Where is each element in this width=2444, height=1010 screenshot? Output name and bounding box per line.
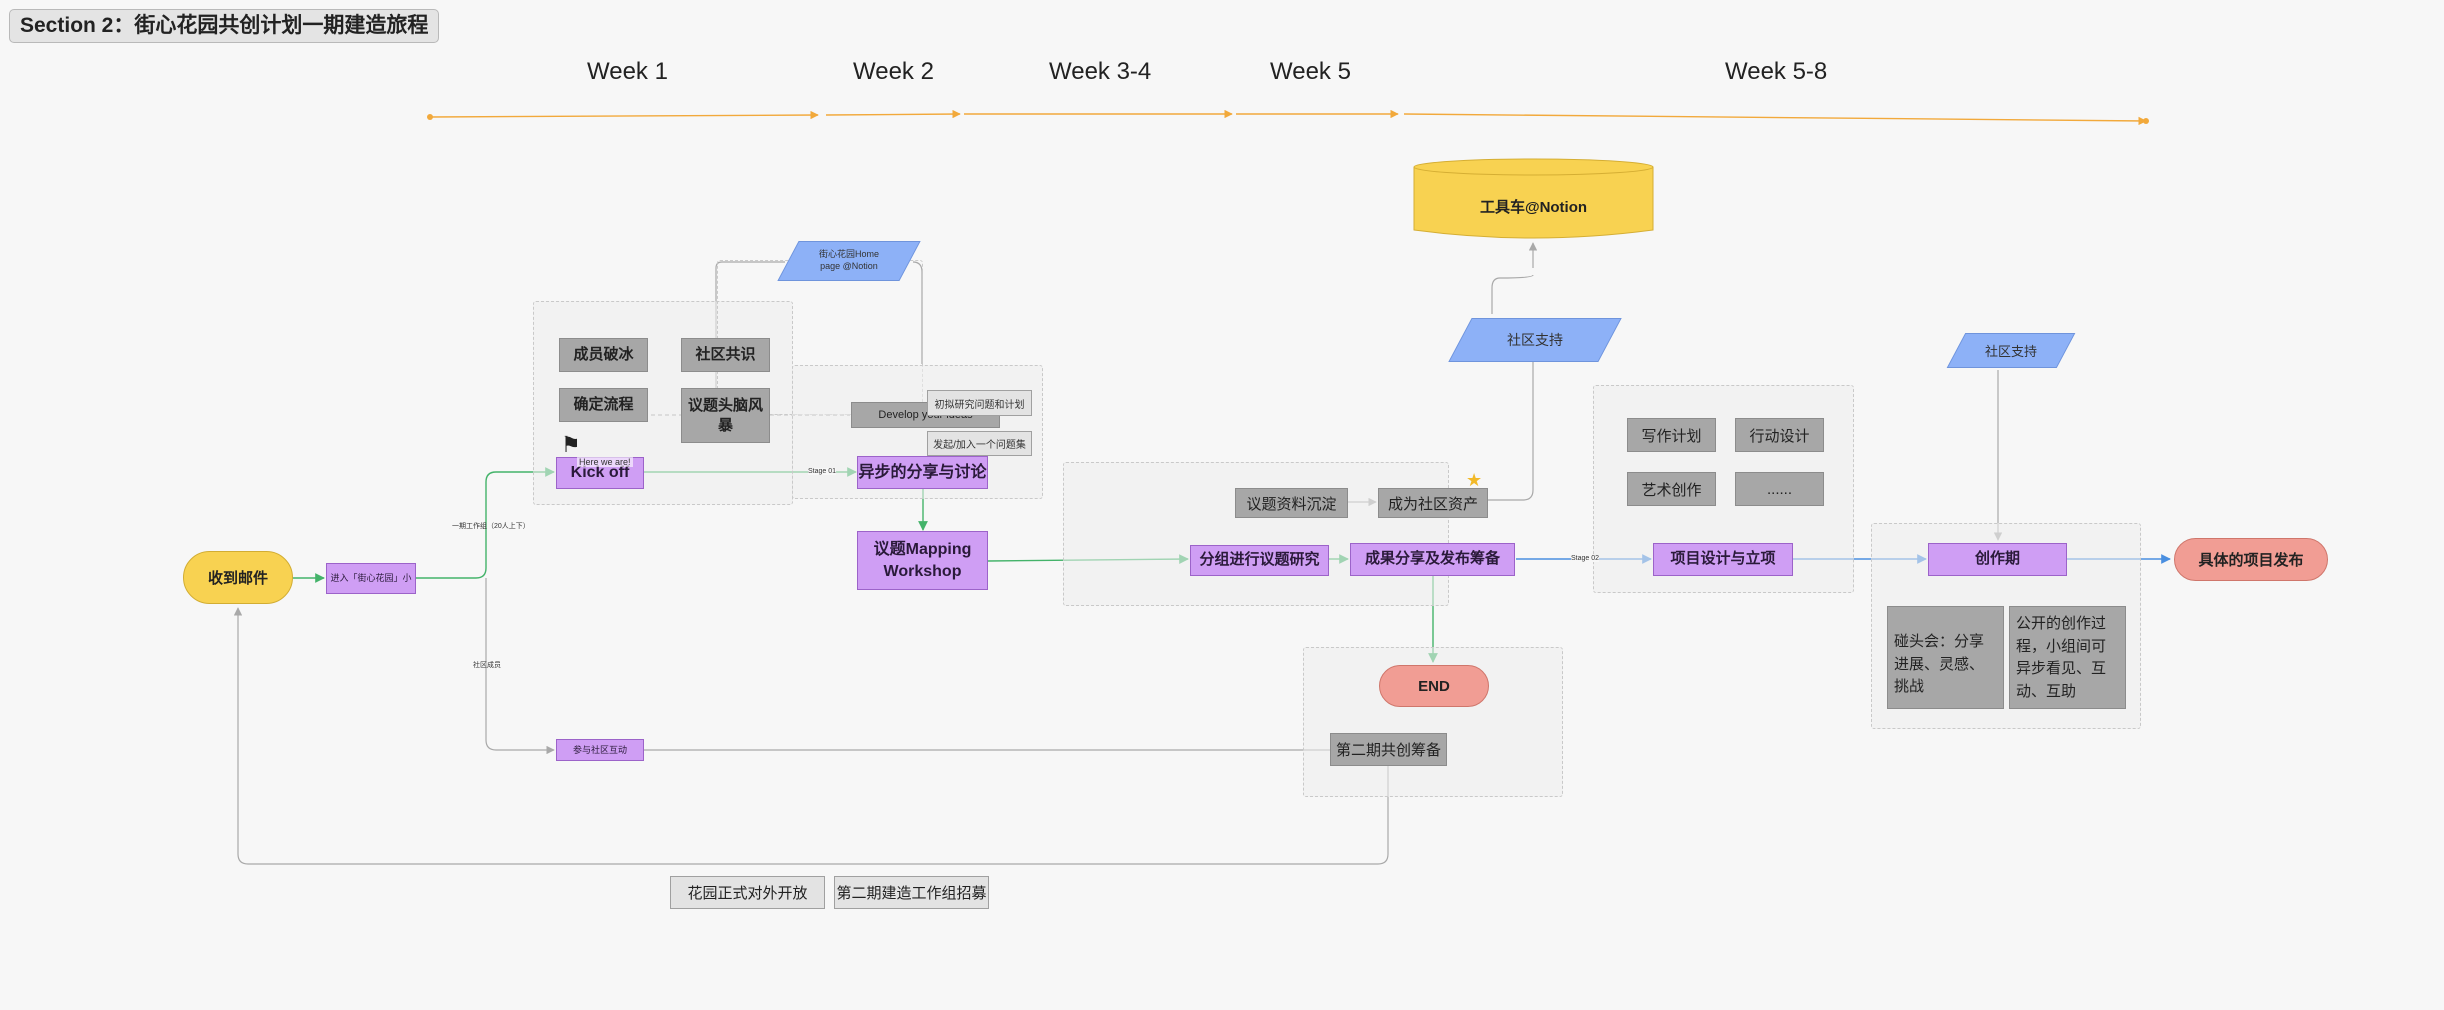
brainstorm-card: 议题头脑风 暴: [681, 388, 770, 443]
project-release-label: 具体的项目发布: [2198, 552, 2304, 569]
homepage-label: 街心花园Home page @Notion: [818, 249, 879, 271]
icebreak-card: 成员破冰: [559, 338, 648, 372]
receive-mail-node[interactable]: 收到邮件: [183, 551, 293, 604]
group-research-node[interactable]: 分组进行议题研究: [1190, 545, 1329, 576]
star-icon: ★: [1466, 470, 1483, 490]
edge-label-stage01: Stage 01: [808, 468, 837, 475]
week-label: Week 5: [1270, 58, 1351, 85]
note-plan: 初拟研究问题和计划: [927, 390, 1032, 416]
join-community-node[interactable]: 参与社区互动: [556, 739, 644, 761]
note-join: 发起/加入一个问题集: [927, 431, 1032, 456]
section-title: Section 2：街心花园共创计划一期建造旅程: [9, 9, 440, 43]
toolcar-database[interactable]: 工具车@Notion: [1413, 158, 1654, 241]
meetup-text: 碰头会：分享进展、灵感、挑战: [1894, 633, 1985, 695]
receive-mail-label: 收到邮件: [207, 570, 268, 587]
end-label: END: [1418, 677, 1450, 695]
more-card: ......: [1735, 472, 1824, 506]
mapping-workshop-node[interactable]: 议题Mapping Workshop: [857, 531, 988, 590]
week-label: Week 1: [587, 58, 668, 85]
process-card: 确定流程: [559, 388, 648, 422]
project-design-node[interactable]: 项目设计与立项: [1653, 543, 1793, 576]
writing-plan-card: 写作计划: [1627, 418, 1716, 452]
meetup-card: 碰头会：分享进展、灵感、挑战: [1887, 606, 2004, 709]
timeline: [429, 109, 2147, 126]
week-label: Week 2: [853, 58, 934, 85]
action-design-card: 行动设计: [1735, 418, 1824, 452]
edge-label-working-group: 一期工作组（20人上下）: [452, 523, 530, 530]
edge-label-community-member: 社区成员: [473, 662, 501, 669]
enter-garden-node[interactable]: 进入「街心花园」小: [326, 563, 416, 594]
homepage-notion[interactable]: 街心花园Home page @Notion: [788, 241, 910, 281]
end-node[interactable]: END: [1379, 665, 1489, 707]
project-release-node[interactable]: 具体的项目发布: [2174, 538, 2328, 581]
group-research: [1063, 462, 1449, 606]
week-label: Week 3-4: [1049, 58, 1152, 85]
phase2-prep-card[interactable]: 第二期共创筹备: [1330, 733, 1447, 766]
open-process-text: 公开的创作过程，小组间可异步看见、互动、互助: [2016, 615, 2107, 700]
art-creation-card: 艺术创作: [1627, 472, 1716, 506]
community-support-top[interactable]: 社区支持: [1460, 318, 1610, 362]
async-share-node[interactable]: 异步的分享与讨论: [857, 456, 988, 489]
edge-label-stage02: Stage 02: [1571, 555, 1600, 562]
community-support-label: 社区支持: [1984, 344, 2037, 359]
garden-open-card: 花园正式对外开放: [670, 876, 825, 909]
here-we-are-sticker: Here we are!: [577, 457, 633, 467]
results-share-node[interactable]: 成果分享及发布筹备: [1350, 543, 1515, 576]
community-support-right[interactable]: 社区支持: [1956, 333, 2066, 368]
community-asset-card: 成为社区资产: [1378, 488, 1488, 518]
toolcar-label: 工具车@Notion: [1479, 199, 1588, 216]
consensus-card: 社区共识: [681, 338, 770, 372]
week-label: Week 5-8: [1725, 58, 1828, 85]
creation-period-node[interactable]: 创作期: [1928, 543, 2067, 576]
phase2-recruit-card: 第二期建造工作组招募: [834, 876, 989, 909]
flag-icon: ⚑: [561, 432, 581, 457]
open-process-card: 公开的创作过程，小组间可异步看见、互动、互助: [2009, 606, 2126, 709]
community-support-label: 社区支持: [1507, 332, 1563, 348]
research-deposit-card: 议题资料沉淀: [1235, 488, 1348, 518]
